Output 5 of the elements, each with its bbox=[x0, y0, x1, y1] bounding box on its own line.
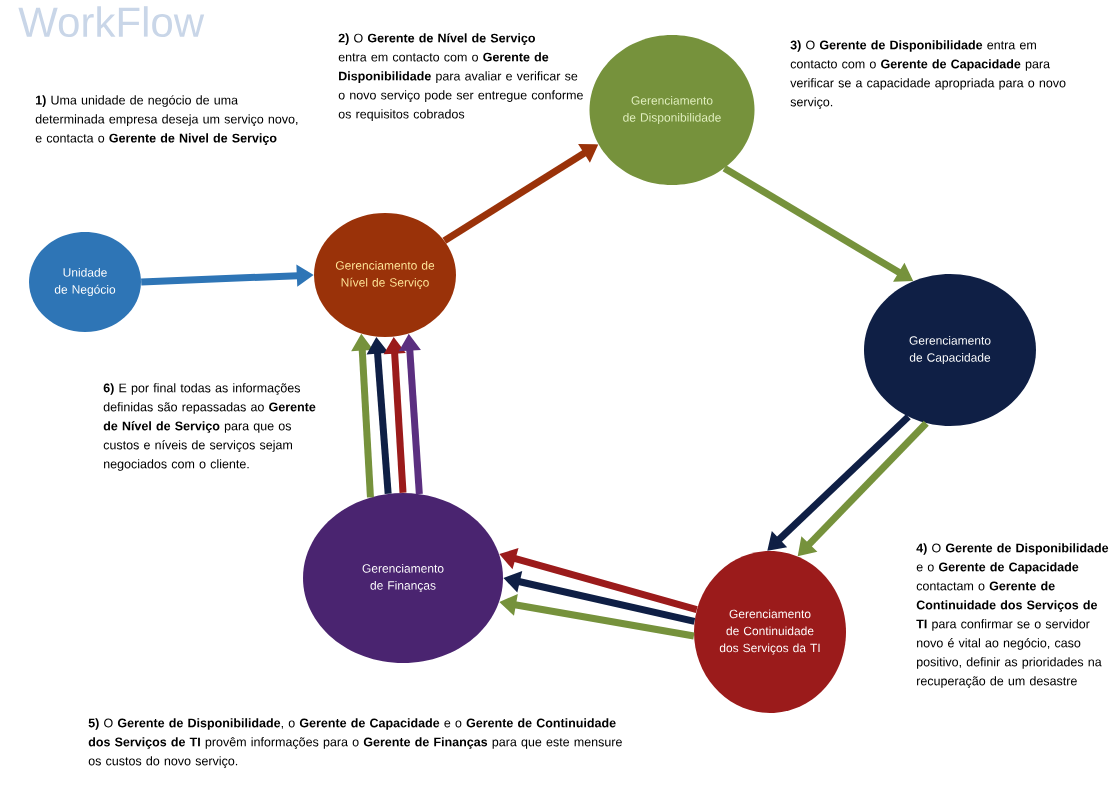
step-text: 3) O Gerente de Disponibilidade entra em contacto com o Gerente de Capacidade para verificar se a capacidade apropriada para o novo serviço. bbox=[790, 40, 1066, 109]
step-text: 5) O Gerente de Disponibilidade, o Gerente de Capacidade e o Gerente de Continuidade dos Serviços de TI provêm informações para o Gerente de Finanças para que este mensure os custos do novo serviço. bbox=[88, 718, 622, 768]
step-text: 6) E por final todas as informações definidas são repassadas ao Gerente de Nível de Serviço para que os custos e níveis de serviços sejam negociados com o cliente. bbox=[103, 383, 316, 471]
step-text: 1) Uma unidade de negócio de uma determinada empresa deseja um serviço novo, e contacta o Gerente de Nivel de Serviço bbox=[35, 95, 298, 145]
step-text: 4) O Gerente de Disponibilidade e o Gerente de Capacidade contactam o Gerente de Continuidade dos Serviços de TI para confirmar se o servidor novo é vital ao negócio, caso positivo, definir as prioridades na recuperação de um desastre bbox=[916, 543, 1109, 688]
